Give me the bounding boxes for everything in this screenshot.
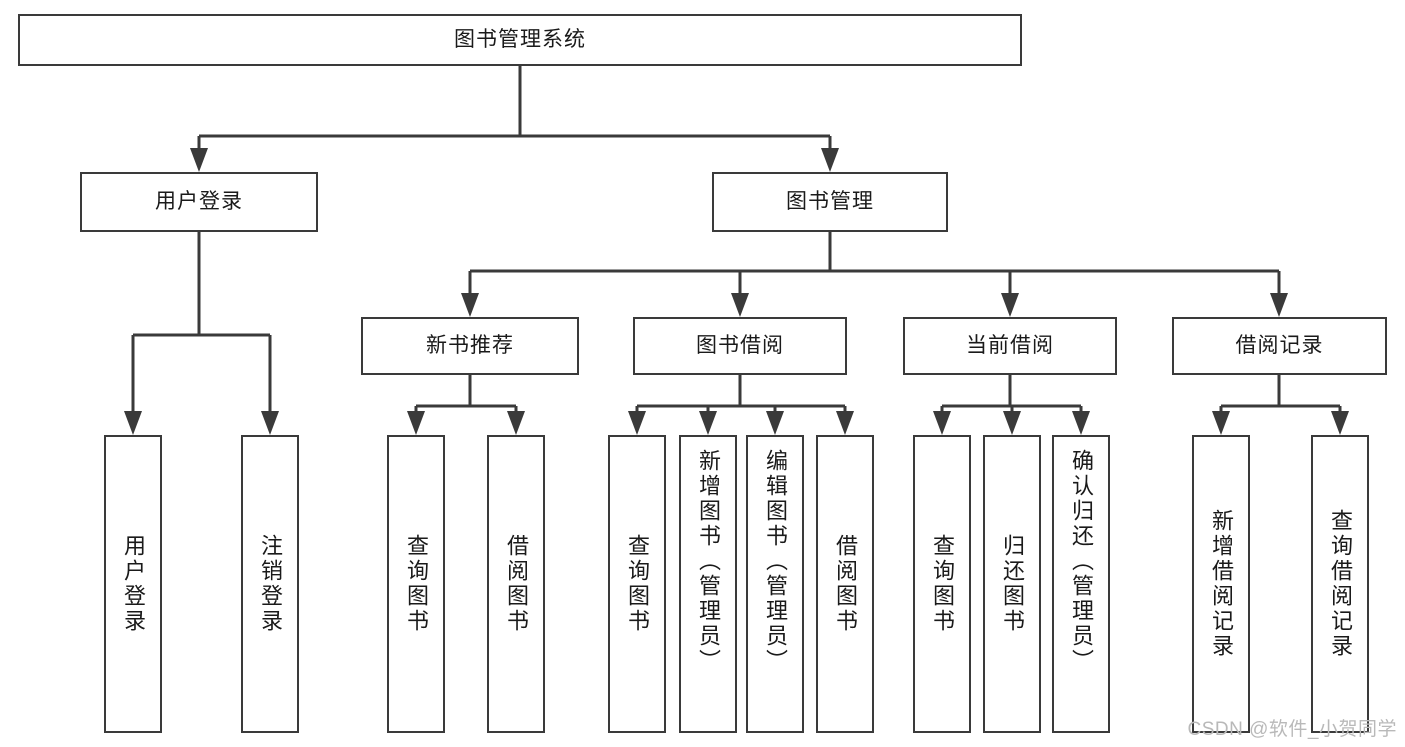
node-leaf-add-borrow-record[interactable]: 新增借阅记录 (1192, 435, 1250, 733)
arrowhead-icon (261, 411, 279, 435)
node-leaf-return-book[interactable]: 归还图书 (983, 435, 1041, 733)
node-leaf-user-login[interactable]: 用户登录 (104, 435, 162, 733)
node-new-book-recommend[interactable]: 新书推荐 (361, 317, 579, 375)
node-label: 注销登录 (258, 534, 283, 634)
node-leaf-edit-book[interactable]: 编辑图书（管理员） (746, 435, 804, 733)
node-leaf-query-borrow-record[interactable]: 查询借阅记录 (1311, 435, 1369, 733)
node-current-borrow[interactable]: 当前借阅 (903, 317, 1117, 375)
arrowhead-icon (836, 411, 854, 435)
node-leaf-add-book[interactable]: 新增图书（管理员） (679, 435, 737, 733)
node-leaf-logout-login[interactable]: 注销登录 (241, 435, 299, 733)
node-book-manage[interactable]: 图书管理 (712, 172, 948, 232)
node-label: 当前借阅 (966, 334, 1054, 358)
arrowhead-icon (821, 148, 839, 172)
node-label: 借阅记录 (1235, 334, 1324, 358)
node-label: 借阅图书 (504, 534, 529, 634)
arrowhead-icon (1270, 293, 1288, 317)
node-label: 查询图书 (404, 534, 429, 634)
arrowhead-icon (1212, 411, 1230, 435)
node-leaf-borrow-book-recommend[interactable]: 借阅图书 (487, 435, 545, 733)
arrowhead-icon (699, 411, 717, 435)
watermark-text: CSDN @软件_小贺同学 (1187, 719, 1397, 740)
node-leaf-query-book-current[interactable]: 查询图书 (913, 435, 971, 733)
node-label: 图书管理 (786, 190, 874, 214)
arrowhead-icon (1001, 293, 1019, 317)
node-borrow-record[interactable]: 借阅记录 (1172, 317, 1387, 375)
node-label: 用户登录 (155, 190, 243, 214)
arrowhead-icon (1072, 411, 1090, 435)
arrowhead-icon (933, 411, 951, 435)
node-label: 借阅图书 (833, 534, 858, 634)
arrowhead-icon (461, 293, 479, 317)
node-label: 编辑图书（管理员） (763, 449, 788, 674)
arrowhead-icon (628, 411, 646, 435)
node-label: 新书推荐 (426, 334, 514, 358)
node-root[interactable]: 图书管理系统 (18, 14, 1022, 66)
node-leaf-borrow-book[interactable]: 借阅图书 (816, 435, 874, 733)
arrowhead-icon (190, 148, 208, 172)
arrowhead-icon (1331, 411, 1349, 435)
node-label: 新增图书（管理员） (696, 449, 721, 674)
node-label: 确认归还（管理员） (1069, 449, 1094, 674)
node-label: 新增借阅记录 (1209, 509, 1234, 659)
arrowhead-icon (407, 411, 425, 435)
node-leaf-query-book-borrow[interactable]: 查询图书 (608, 435, 666, 733)
node-user-login[interactable]: 用户登录 (80, 172, 318, 232)
node-label: 查询图书 (625, 534, 650, 634)
node-label: 图书管理系统 (454, 28, 586, 52)
arrowhead-icon (766, 411, 784, 435)
arrowhead-icon (731, 293, 749, 317)
arrowhead-icon (507, 411, 525, 435)
node-label: 图书借阅 (696, 334, 784, 358)
arrowhead-icon (1003, 411, 1021, 435)
node-leaf-confirm-return[interactable]: 确认归还（管理员） (1052, 435, 1110, 733)
arrowhead-icon (124, 411, 142, 435)
node-book-borrow[interactable]: 图书借阅 (633, 317, 847, 375)
node-leaf-query-book-recommend[interactable]: 查询图书 (387, 435, 445, 733)
node-label: 查询借阅记录 (1328, 509, 1353, 659)
node-label: 归还图书 (1000, 534, 1025, 634)
node-label: 用户登录 (121, 534, 146, 634)
node-label: 查询图书 (930, 534, 955, 634)
